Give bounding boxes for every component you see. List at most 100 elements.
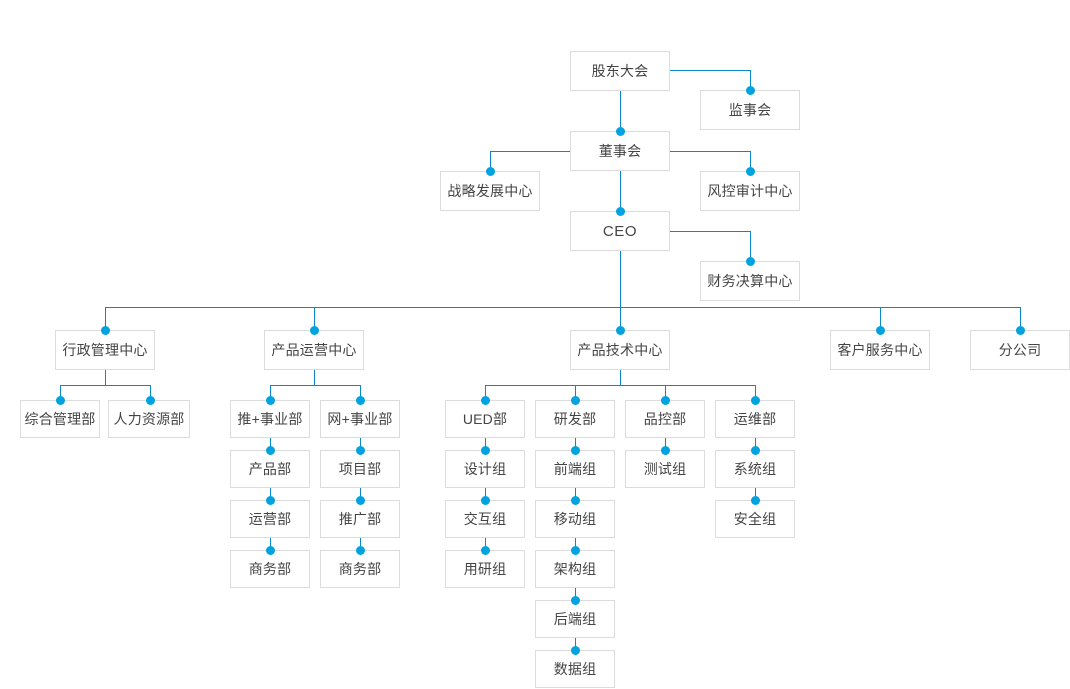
edge-ops-b3-b4 <box>360 538 361 550</box>
edge-ued3-ued4 <box>485 538 486 550</box>
node-admin[interactable]: 行政管理中心 <box>55 330 155 370</box>
node-branch[interactable]: 分公司 <box>970 330 1070 370</box>
node-ops1[interactable]: 运维部 <box>715 400 795 438</box>
node-ued1[interactable]: UED部 <box>445 400 525 438</box>
node-qa2[interactable]: 测试组 <box>625 450 705 488</box>
node-ops-a4[interactable]: 商务部 <box>230 550 310 588</box>
node-strategy[interactable]: 战略发展中心 <box>440 171 540 211</box>
node-rd5[interactable]: 后端组 <box>535 600 615 638</box>
node-ops-b4[interactable]: 商务部 <box>320 550 400 588</box>
connector-dot-ops1 <box>750 395 760 405</box>
node-board[interactable]: 董事会 <box>570 131 670 171</box>
connector-dot-qa2 <box>660 445 670 455</box>
edge-ued2-ued3 <box>485 488 486 500</box>
edge-prodops-b <box>360 385 361 400</box>
edge-prodops-stem <box>314 370 315 385</box>
node-ops-b2[interactable]: 项目部 <box>320 450 400 488</box>
connector-dot-board <box>615 126 625 136</box>
node-ops3[interactable]: 安全组 <box>715 500 795 538</box>
edge-prodtech-ops <box>755 385 756 400</box>
connector-dot-rd6 <box>570 645 580 655</box>
edge-ops-a2-a3 <box>270 488 271 500</box>
edge-board-ceo <box>620 171 621 211</box>
edge-rd2-rd3 <box>575 488 576 500</box>
edge-trunk-prodops <box>314 307 315 330</box>
connector-dot-rd2 <box>570 445 580 455</box>
node-rd6[interactable]: 数据组 <box>535 650 615 688</box>
node-riskaudit[interactable]: 风控审计中心 <box>700 171 800 211</box>
edge-ceo-trunk <box>620 251 621 307</box>
edge-board-strategy-h <box>490 151 570 152</box>
edge-main-trunk <box>105 307 1020 308</box>
connector-dot-ops-a3 <box>265 495 275 505</box>
connector-dot-branch <box>1015 325 1025 335</box>
node-ued4[interactable]: 用研组 <box>445 550 525 588</box>
node-ceo[interactable]: CEO <box>570 211 670 251</box>
connector-dot-ued3 <box>480 495 490 505</box>
connector-dot-rd1 <box>570 395 580 405</box>
connector-dot-service <box>875 325 885 335</box>
edge-trunk-admin <box>105 307 106 330</box>
edge-trunk-prodtech <box>620 307 621 330</box>
edge-rd1-rd2 <box>575 438 576 450</box>
edge-shareholders-supervisory-v <box>750 70 751 90</box>
connector-dot-ops-a2 <box>265 445 275 455</box>
node-rd4[interactable]: 架构组 <box>535 550 615 588</box>
edge-prodops-a <box>270 385 271 400</box>
node-service[interactable]: 客户服务中心 <box>830 330 930 370</box>
node-shareholders[interactable]: 股东大会 <box>570 51 670 91</box>
connector-dot-prodtech <box>615 325 625 335</box>
node-ops-a2[interactable]: 产品部 <box>230 450 310 488</box>
node-ops2[interactable]: 系统组 <box>715 450 795 488</box>
edge-prodtech-rd <box>575 385 576 400</box>
edge-board-riskaudit-h <box>670 151 750 152</box>
connector-dot-ops3 <box>750 495 760 505</box>
edge-rd3-rd4 <box>575 538 576 550</box>
node-rd1[interactable]: 研发部 <box>535 400 615 438</box>
node-ops-b1[interactable]: 网+事业部 <box>320 400 400 438</box>
edge-trunk-service <box>880 307 881 330</box>
edge-board-riskaudit-v <box>750 151 751 171</box>
edge-ops-b1-b2 <box>360 438 361 450</box>
edge-prodtech-bus <box>485 385 755 386</box>
node-ued3[interactable]: 交互组 <box>445 500 525 538</box>
connector-dot-finance <box>745 256 755 266</box>
connector-dot-ops-b1 <box>355 395 365 405</box>
connector-dot-riskaudit <box>745 166 755 176</box>
node-ops-a3[interactable]: 运营部 <box>230 500 310 538</box>
edge-ceo-finance-h <box>670 231 750 232</box>
edge-rd5-rd6 <box>575 638 576 650</box>
connector-dot-ued2 <box>480 445 490 455</box>
connector-dot-ceo <box>615 206 625 216</box>
connector-dot-rd4 <box>570 545 580 555</box>
edge-prodtech-stem <box>620 370 621 385</box>
node-rd3[interactable]: 移动组 <box>535 500 615 538</box>
node-ops-b3[interactable]: 推广部 <box>320 500 400 538</box>
edge-qa1-qa2 <box>665 438 666 450</box>
node-supervisory[interactable]: 监事会 <box>700 90 800 130</box>
connector-dot-strategy <box>485 166 495 176</box>
connector-dot-ops-a4 <box>265 545 275 555</box>
connector-dot-ops-a1 <box>265 395 275 405</box>
edge-ued1-ued2 <box>485 438 486 450</box>
connector-dot-admin-c1 <box>55 395 65 405</box>
connector-dot-rd5 <box>570 595 580 605</box>
edge-ops-a3-a4 <box>270 538 271 550</box>
node-rd2[interactable]: 前端组 <box>535 450 615 488</box>
connector-dot-ued1 <box>480 395 490 405</box>
edge-admin-bus <box>60 385 150 386</box>
node-ops-a1[interactable]: 推+事业部 <box>230 400 310 438</box>
node-prodtech[interactable]: 产品技术中心 <box>570 330 670 370</box>
node-ued2[interactable]: 设计组 <box>445 450 525 488</box>
edge-prodtech-ued <box>485 385 486 400</box>
node-admin-c1[interactable]: 综合管理部 <box>20 400 100 438</box>
connector-dot-qa1 <box>660 395 670 405</box>
edge-shareholders-board <box>620 91 621 131</box>
connector-dot-admin-c2 <box>145 395 155 405</box>
connector-dot-ops-b2 <box>355 445 365 455</box>
node-finance[interactable]: 财务决算中心 <box>700 261 800 301</box>
node-qa1[interactable]: 品控部 <box>625 400 705 438</box>
node-admin-c2[interactable]: 人力资源部 <box>108 400 190 438</box>
node-prodops[interactable]: 产品运营中心 <box>264 330 364 370</box>
